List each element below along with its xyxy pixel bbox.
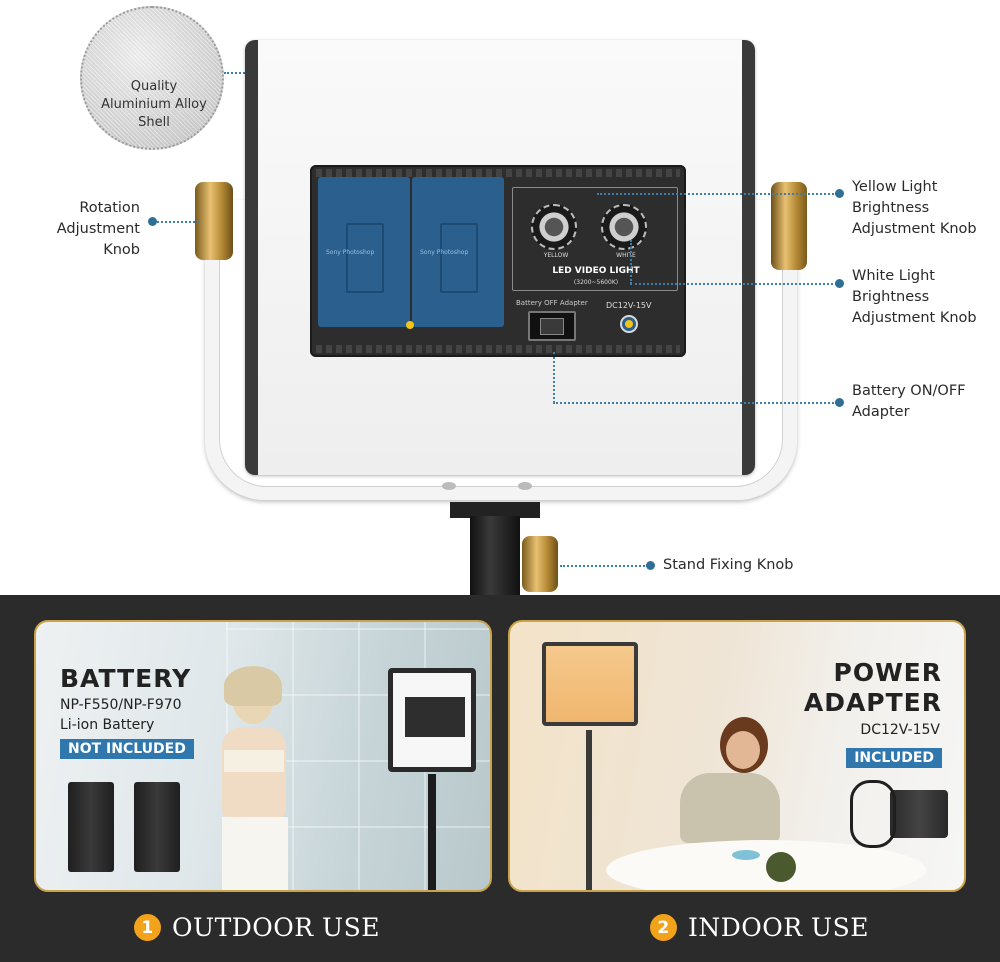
white-knob-label: White Light Brightness Adjustment Knob <box>852 268 977 326</box>
switch-leader-line <box>553 402 837 404</box>
battery-heading: BATTERY <box>60 664 192 693</box>
shell-label-line-2: Aluminium Alloy <box>101 97 207 112</box>
adapter-cable <box>850 780 896 848</box>
indoor-cup <box>732 850 760 860</box>
rotation-knob-left[interactable] <box>195 182 233 260</box>
indoor-plant <box>766 852 796 882</box>
power-switch[interactable] <box>528 311 576 341</box>
yellow-dial[interactable] <box>531 204 577 250</box>
white-dial[interactable] <box>601 204 647 250</box>
panel-title: LED VIDEO LIGHT <box>552 266 640 276</box>
adapter-heading-line-2: ADAPTER <box>803 688 942 717</box>
outdoor-number-badge: 1 <box>134 914 161 941</box>
usage-band: BATTERY NP-F550/NP-F970 Li-ion Battery N… <box>0 595 1000 962</box>
rotation-marker-dot <box>148 217 157 226</box>
yellow-knob-label: Yellow Light Brightness Adjustment Knob <box>852 179 977 237</box>
battery-plate-right-text: Sony Photoshop <box>420 249 469 256</box>
adapter-heading-line-1: POWER <box>833 658 942 687</box>
switch-marker-dot <box>835 398 844 407</box>
battery-plate-left-text: Sony Photoshop <box>326 249 375 256</box>
mount-screw-left <box>442 482 456 490</box>
stand-pole <box>470 516 520 595</box>
panel-range: (3200~5600K) <box>573 279 619 286</box>
indoor-number-badge: 2 <box>650 914 677 941</box>
white-marker-dot <box>835 279 844 288</box>
aluminium-texture-badge: Quality Aluminium Alloy Shell <box>80 6 224 150</box>
rotation-knob-label: Rotation Adjustment Knob <box>56 200 140 258</box>
not-included-badge: NOT INCLUDED <box>60 739 194 759</box>
u-bracket <box>205 200 797 500</box>
battery-switch-label: Battery ON/OFF Adapter <box>852 383 966 420</box>
switch-leader-line-vertical <box>553 352 555 403</box>
battery-indicator-dot <box>406 321 414 329</box>
dc-input-port[interactable] <box>620 315 638 333</box>
stand-marker-dot <box>646 561 655 570</box>
rotation-knob-right[interactable] <box>771 182 807 270</box>
outdoor-stand <box>428 774 436 890</box>
included-badge: INCLUDED <box>846 748 942 768</box>
mount-screw-right <box>518 482 532 490</box>
yellow-marker-dot <box>835 189 844 198</box>
rotation-leader-line <box>157 221 199 223</box>
indoor-card: POWER ADAPTER DC12V-15V INCLUDED <box>508 620 966 892</box>
indoor-model-photo <box>650 717 800 847</box>
battery-model: NP-F550/NP-F970 <box>60 697 182 713</box>
white-leader-line <box>630 283 837 285</box>
dial-section: YELLOW WHITE LED VIDEO LIGHT (3200~5600K… <box>512 187 678 291</box>
rear-control-panel: Sony Photoshop Sony Photoshop YELLOW WHI… <box>310 165 686 357</box>
battery-image-1 <box>68 782 114 872</box>
product-diagram: Quality Aluminium Alloy Shell Sony Photo… <box>56 6 977 595</box>
stand-knob-label: Stand Fixing Knob <box>663 557 794 573</box>
outdoor-card: BATTERY NP-F550/NP-F970 Li-ion Battery N… <box>34 620 492 892</box>
outdoor-light-photo <box>388 668 476 772</box>
battery-plate-right: Sony Photoshop <box>412 177 504 327</box>
stand-leader-line <box>560 565 648 567</box>
shell-label-line-3: Shell <box>138 115 170 130</box>
dc-input-label: DC12V-15V <box>606 301 652 310</box>
indoor-caption: 2 INDOOR USE <box>650 913 869 942</box>
white-dial-label: WHITE <box>616 252 636 259</box>
power-adapter-photo <box>890 790 948 838</box>
shell-label-line-1: Quality <box>130 79 178 94</box>
yellow-dial-label: YELLOW <box>543 252 569 259</box>
battery-image-2 <box>134 782 180 872</box>
stand-fixing-knob[interactable] <box>522 536 558 592</box>
yellow-leader-line <box>597 193 837 195</box>
indoor-stand <box>586 730 592 890</box>
outdoor-caption: 1 OUTDOOR USE <box>134 913 380 942</box>
battery-type: Li-ion Battery <box>60 717 155 733</box>
outdoor-model-photo <box>204 666 304 890</box>
indoor-light-photo <box>542 642 638 726</box>
outdoor-caption-text: OUTDOOR USE <box>172 913 380 942</box>
white-leader-line-vertical <box>630 240 632 284</box>
stand-mount <box>450 502 540 518</box>
switch-caption: Battery OFF Adapter <box>516 299 588 307</box>
battery-plate-left: Sony Photoshop <box>318 177 410 327</box>
indoor-caption-text: INDOOR USE <box>688 913 870 942</box>
adapter-spec: DC12V-15V <box>860 722 940 738</box>
